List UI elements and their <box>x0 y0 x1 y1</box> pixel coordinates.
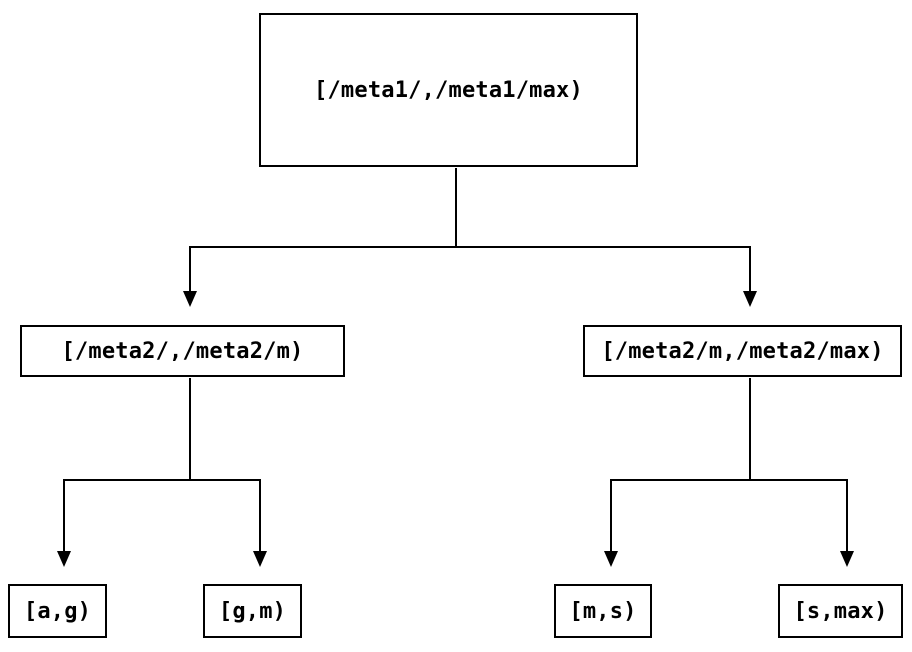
node-label: [g,m) <box>218 598 287 624</box>
arrow-down-icon <box>743 291 757 307</box>
node-leaf-g-m: [g,m) <box>203 584 302 638</box>
arrow-down-icon <box>840 551 854 567</box>
arrow-down-icon <box>604 551 618 567</box>
edge-level1-rail <box>189 246 751 292</box>
node-label: [s,max) <box>793 598 888 624</box>
node-leaf-s-max: [s,max) <box>778 584 903 638</box>
node-label: [a,g) <box>23 598 92 624</box>
edge-left-subtree-rail <box>63 479 261 552</box>
node-leaf-m-s: [m,s) <box>554 584 652 638</box>
node-meta2-high-range: [/meta2/m,/meta2/max) <box>583 325 902 377</box>
node-label: [m,s) <box>569 598 637 624</box>
node-label: [/meta1/,/meta1/max) <box>314 77 583 103</box>
arrow-down-icon <box>253 551 267 567</box>
node-label: [/meta2/m,/meta2/max) <box>601 338 884 364</box>
node-meta2-low-range: [/meta2/,/meta2/m) <box>20 325 345 377</box>
arrow-down-icon <box>57 551 71 567</box>
node-root-range: [/meta1/,/meta1/max) <box>259 13 638 167</box>
node-label: [/meta2/,/meta2/m) <box>61 338 304 364</box>
arrow-down-icon <box>183 291 197 307</box>
node-leaf-a-g: [a,g) <box>8 584 107 638</box>
edge-right-subtree-rail <box>610 479 848 552</box>
